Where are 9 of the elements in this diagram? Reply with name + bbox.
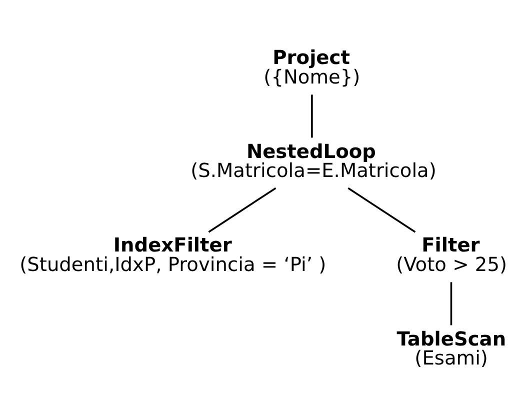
node-text: Project ({Nome}) <box>264 46 360 88</box>
node-text: TableScan (Esami) <box>396 326 506 370</box>
node-text: NestedLoop (S.Matricola=E.Matricola) <box>190 139 436 182</box>
connector <box>208 186 276 232</box>
connector <box>311 94 313 138</box>
node-text: Filter (Voto > 25) <box>396 233 508 276</box>
node-text: IndexFilter (Studenti,IdxP, Provincia = ‘Pi’ ) <box>20 233 326 276</box>
connector <box>348 186 416 232</box>
connector <box>450 282 452 325</box>
